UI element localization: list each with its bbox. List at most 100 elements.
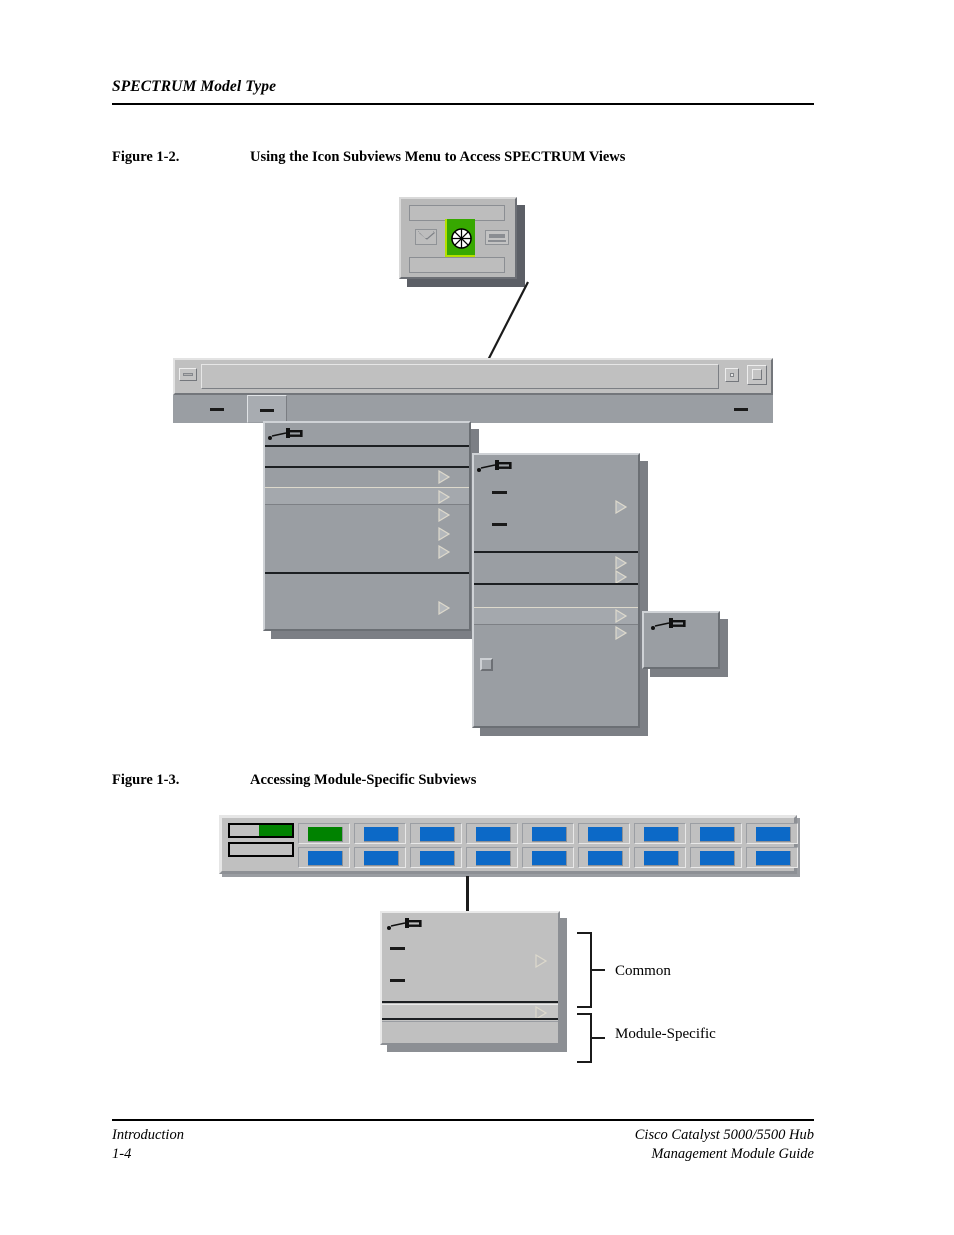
footer-rule (112, 1119, 814, 1121)
menu-item[interactable] (265, 487, 469, 505)
menu-item[interactable] (382, 971, 558, 989)
figure-1-2-title: Using the Icon Subviews Menu to Access S… (250, 149, 626, 165)
module-port[interactable] (700, 851, 735, 866)
menu-item[interactable] (382, 953, 558, 971)
menu-item[interactable] (474, 555, 638, 573)
module-slot (298, 823, 350, 844)
chassis-module[interactable] (690, 823, 742, 869)
menu-item[interactable] (265, 468, 469, 486)
menu-item[interactable] (474, 625, 638, 643)
module-slot (298, 847, 350, 868)
module-port[interactable] (532, 827, 567, 842)
supervisor-status-led (259, 825, 292, 836)
tearoff-pin-icon[interactable] (650, 617, 690, 633)
module-port[interactable] (756, 851, 791, 866)
module-port[interactable] (364, 827, 399, 842)
menu-item-label (390, 979, 405, 982)
module-port[interactable] (308, 851, 343, 866)
chassis-module[interactable] (354, 823, 406, 869)
window-menu-button[interactable] (179, 368, 197, 381)
submenu-arrow-icon (615, 626, 628, 640)
menu-item[interactable] (265, 577, 469, 595)
module-slot (690, 823, 742, 844)
module-port[interactable] (700, 827, 735, 842)
menu-item[interactable] (474, 499, 638, 517)
maximize-button[interactable] (747, 365, 767, 385)
menu-item[interactable] (265, 447, 469, 465)
module-port[interactable] (476, 851, 511, 866)
pie-wheel-icon-container[interactable] (445, 219, 475, 257)
menu-item[interactable] (474, 515, 638, 533)
device-icon-screen (489, 234, 505, 238)
menu-item[interactable] (382, 1004, 558, 1022)
header-rule (112, 103, 814, 105)
tearoff-pin-icon[interactable] (476, 459, 516, 475)
module-port[interactable] (476, 827, 511, 842)
figure-1-3-caption: Figure 1-3.Accessing Module-Specific Sub… (112, 772, 476, 789)
chassis-module[interactable] (298, 823, 350, 869)
menubar-item-1[interactable] (247, 395, 287, 423)
chassis-module[interactable] (522, 823, 574, 869)
module-port[interactable] (588, 851, 623, 866)
menu-item[interactable] (265, 600, 469, 618)
menu-item[interactable] (474, 483, 638, 501)
module-slot (522, 847, 574, 868)
spectrum-view-window (173, 358, 773, 423)
submenu-arrow-icon (438, 508, 451, 522)
menu-item-label (492, 523, 507, 526)
module-slot (354, 823, 406, 844)
module-port[interactable] (644, 851, 679, 866)
icon-widget-label-bottom (409, 257, 505, 273)
module-port[interactable] (588, 827, 623, 842)
menubar-item-help[interactable] (721, 395, 761, 423)
supervisor-module[interactable] (228, 823, 294, 863)
menu-item[interactable] (265, 526, 469, 544)
module-port[interactable] (532, 851, 567, 866)
minimize-button[interactable] (725, 368, 739, 382)
chassis-module[interactable] (746, 823, 798, 869)
module-port[interactable] (756, 827, 791, 842)
supervisor-bar-bottom[interactable] (228, 842, 294, 857)
submenu-arrow-icon (615, 556, 628, 570)
supervisor-bar-top[interactable] (228, 823, 294, 838)
menu-item[interactable] (474, 569, 638, 587)
menu-separator (474, 583, 638, 585)
device-icon[interactable] (485, 230, 509, 245)
chassis-module[interactable] (578, 823, 630, 869)
footer-left: Introduction 1-4 (112, 1126, 184, 1164)
menubar-item-0[interactable] (197, 395, 237, 423)
menubar-item-1-label (260, 409, 274, 412)
footer-book-title-line1: Cisco Catalyst 5000/5500 Hub (634, 1127, 814, 1143)
window-titlebar[interactable] (173, 358, 773, 395)
module-port[interactable] (644, 827, 679, 842)
menu-item[interactable] (265, 507, 469, 525)
module-slot (578, 823, 630, 844)
hub-chassis-widget (219, 815, 798, 874)
module-port[interactable] (420, 827, 455, 842)
chassis-module[interactable] (466, 823, 518, 869)
module-slot (578, 847, 630, 868)
module-port[interactable] (420, 851, 455, 866)
module-port[interactable] (364, 851, 399, 866)
menu-separator (265, 466, 469, 468)
tearoff-pin-icon[interactable] (267, 427, 307, 443)
chassis-module[interactable] (410, 823, 462, 869)
module-slot (410, 847, 462, 868)
menu-item[interactable] (265, 544, 469, 562)
module-port-active[interactable] (308, 827, 343, 842)
menu-item-checkbox[interactable] (480, 658, 493, 671)
envelope-icon[interactable] (415, 229, 437, 245)
module-slot (354, 847, 406, 868)
submenu-arrow-icon (615, 570, 628, 584)
menubar-item-0-label (210, 408, 224, 411)
icon-subviews-menu (263, 421, 471, 631)
figure-1-2-number: Figure 1-2. (112, 149, 180, 165)
chassis-module[interactable] (634, 823, 686, 869)
figure-1-3-number: Figure 1-3. (112, 772, 180, 788)
minimize-glyph (730, 373, 734, 377)
menu-item[interactable] (474, 607, 638, 625)
tearoff-pin-icon[interactable] (386, 917, 426, 933)
menu-item[interactable] (382, 939, 558, 957)
device-icon-widget[interactable] (399, 197, 517, 279)
module-slot (522, 823, 574, 844)
